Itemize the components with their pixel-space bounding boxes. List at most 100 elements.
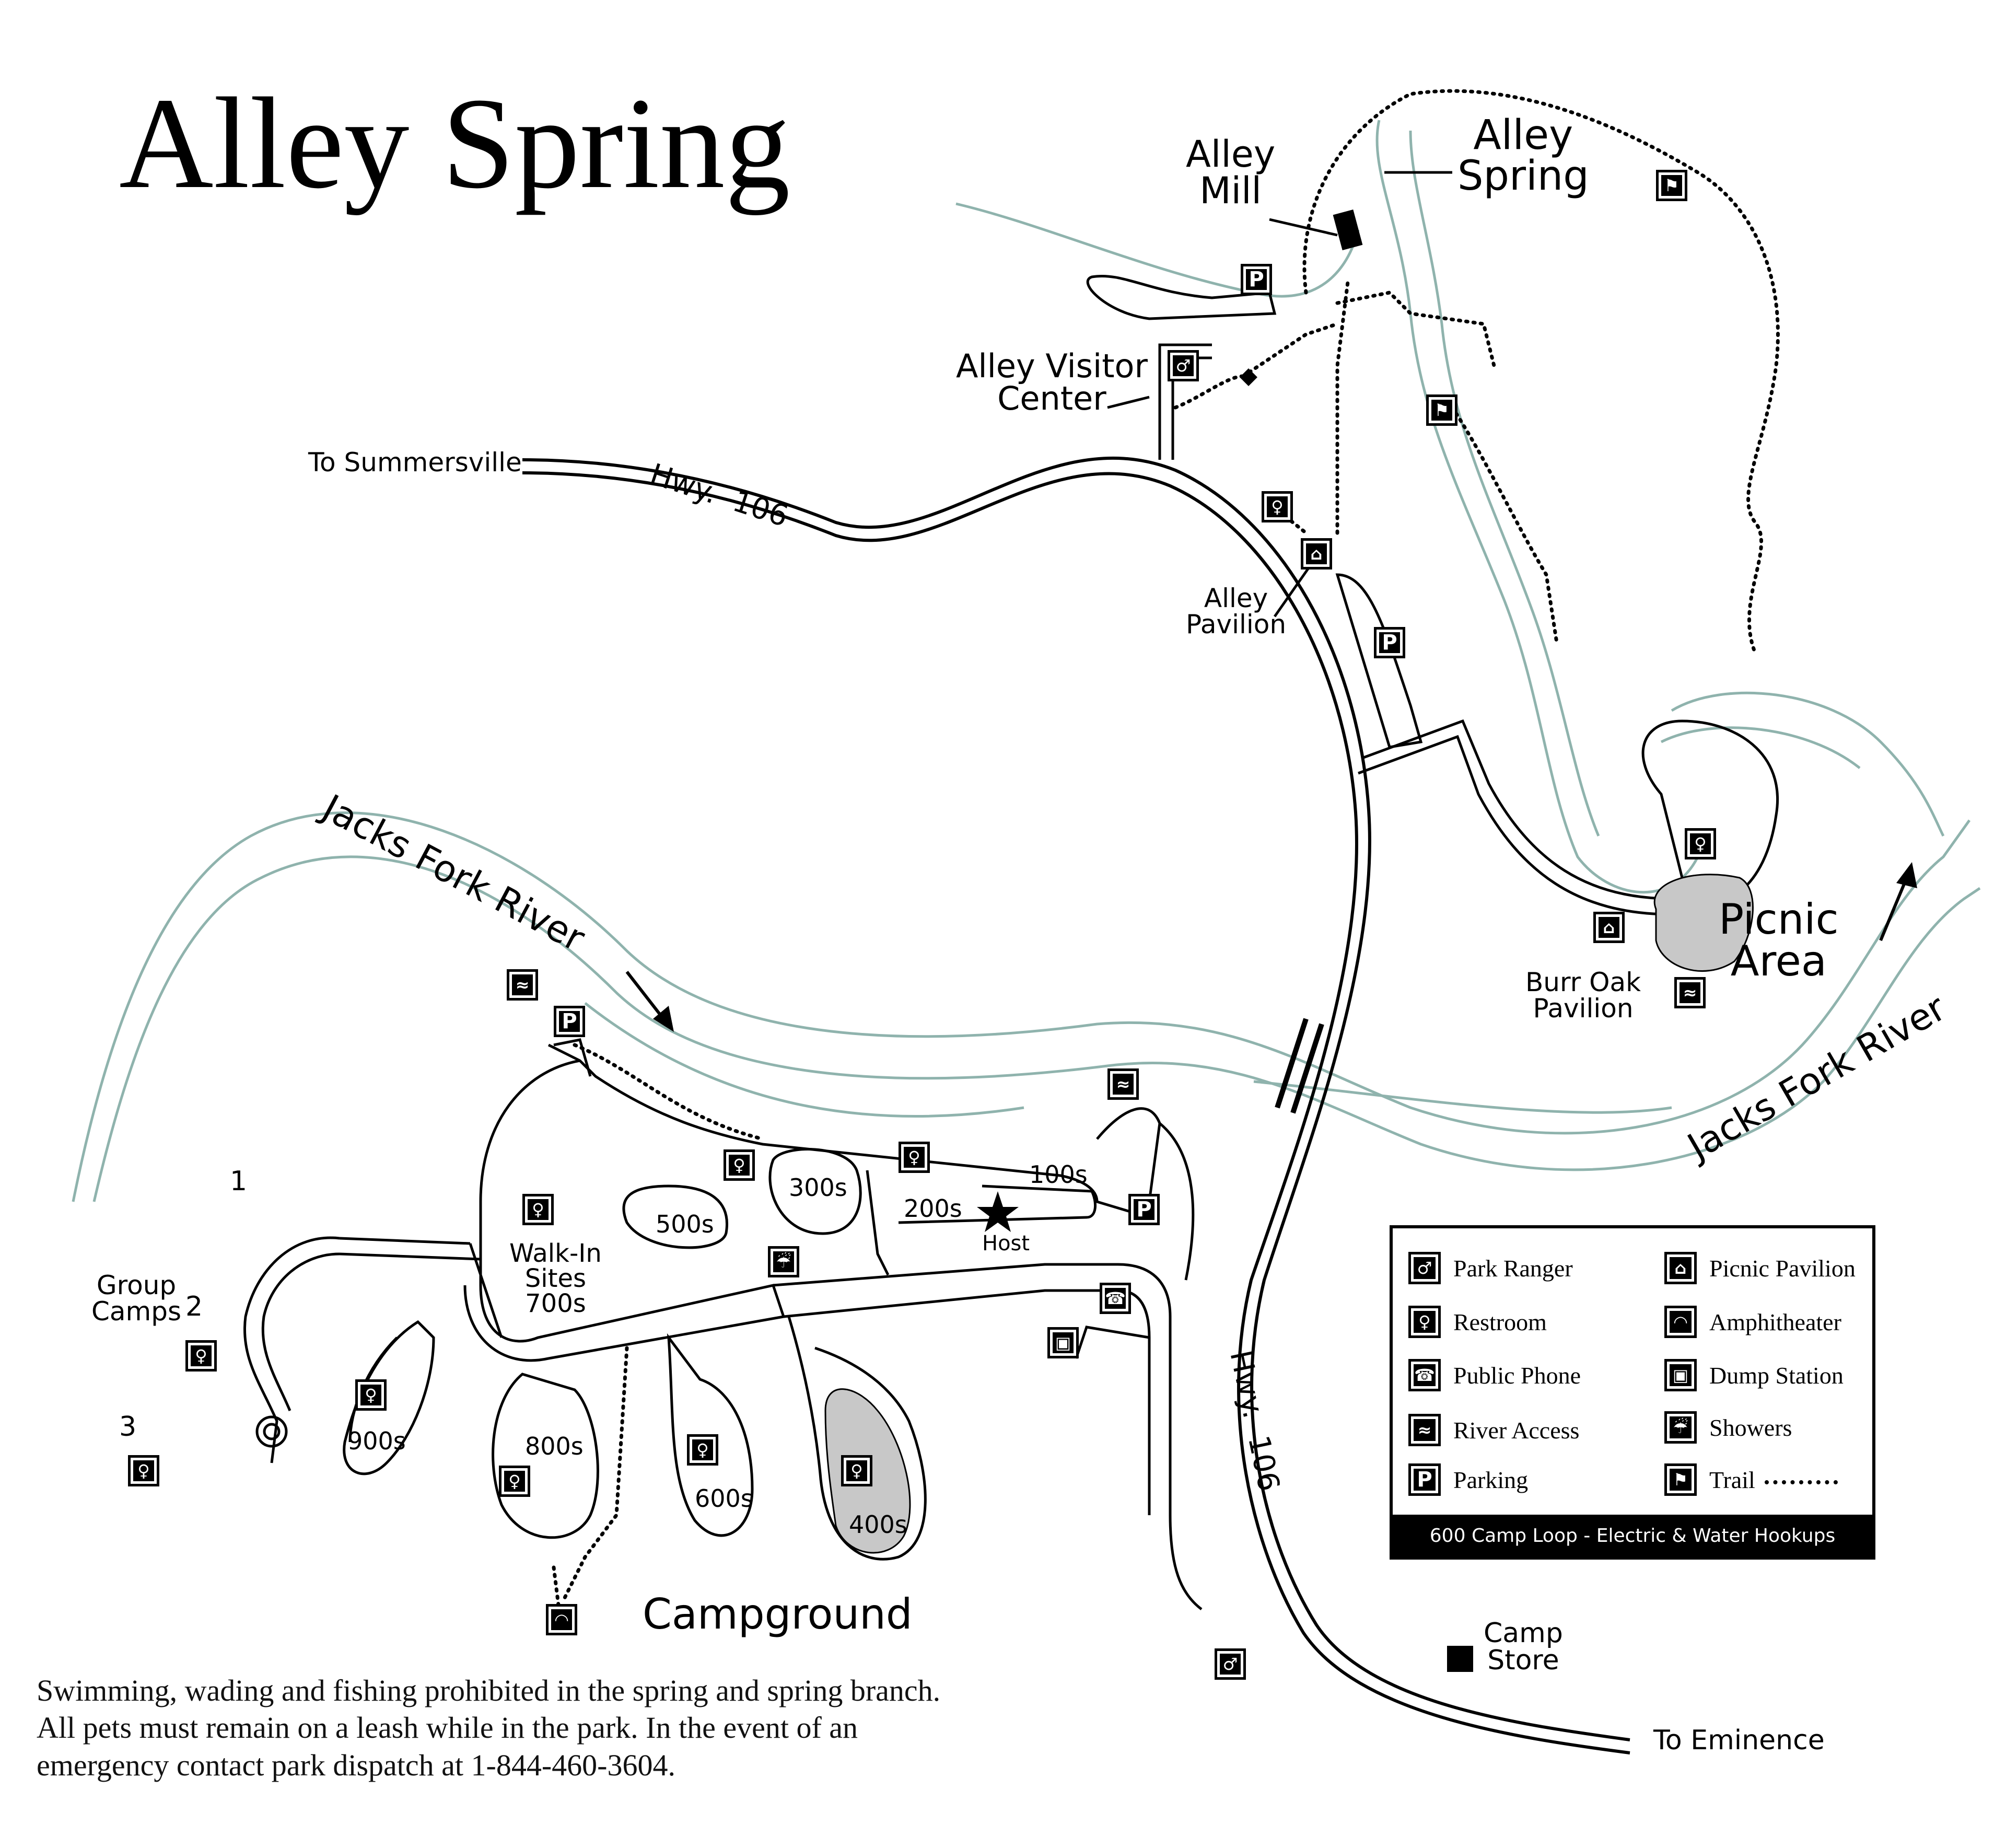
label-to-eminence: To Eminence bbox=[1653, 1725, 1825, 1756]
label-group-camps: Group Camps bbox=[91, 1270, 182, 1327]
public-phone-icon: ☎ bbox=[1100, 1283, 1131, 1314]
restroom-icon: ♀ bbox=[355, 1379, 387, 1411]
park-ranger-icon: ♂ bbox=[1215, 1648, 1246, 1680]
river-arrow-right-shaft bbox=[1879, 877, 1908, 942]
legend-item-amphitheater: ◠ Amphitheater bbox=[1664, 1306, 1841, 1338]
camp-store-building bbox=[1447, 1646, 1473, 1672]
legend-item-parking: P Parking bbox=[1408, 1463, 1528, 1496]
legend-label: Public Phone bbox=[1453, 1362, 1581, 1389]
overlook-marker bbox=[1240, 368, 1257, 386]
label-loop-500s: 500s bbox=[656, 1210, 714, 1238]
restroom-icon: ♀ bbox=[185, 1340, 217, 1372]
legend-label: Parking bbox=[1453, 1466, 1529, 1493]
alley-mill-building bbox=[1333, 210, 1363, 250]
park-notice: Swimming, wading and fishing prohibited … bbox=[37, 1672, 940, 1784]
restroom-icon: ♀ bbox=[1685, 828, 1716, 859]
park-ranger-icon: ♂ bbox=[1408, 1252, 1441, 1284]
picnic-pavilion-icon: ⌂ bbox=[1301, 538, 1332, 569]
label-alley-pavilion: Alley Pavilion bbox=[1186, 583, 1287, 640]
legend-item-restroom: ♀ Restroom bbox=[1408, 1306, 1547, 1338]
label-loop-900s: 900s bbox=[347, 1427, 406, 1455]
amphitheater-icon: ◠ bbox=[546, 1604, 577, 1635]
label-to-summersville: To Summersville bbox=[308, 447, 522, 478]
legend-item-trail: ⚑ Trail bbox=[1664, 1463, 1838, 1496]
showers-icon: ☔ bbox=[768, 1246, 799, 1277]
parking-icon: P bbox=[1241, 264, 1272, 295]
notice-line: emergency contact park dispatch at 1-844… bbox=[37, 1748, 675, 1782]
label-burr-oak-pavilion: Burr Oak Pavilion bbox=[1525, 967, 1641, 1024]
label-alley-spring: Alley Spring bbox=[1457, 112, 1589, 200]
notice-line: Swimming, wading and fishing prohibited … bbox=[37, 1673, 941, 1707]
map-legend: ♂Park Ranger ♀Restroom ☎Public Phone ≈Ri… bbox=[1390, 1225, 1875, 1560]
picnic-area-shaded bbox=[1653, 874, 1754, 972]
parking-icon: P bbox=[1374, 627, 1405, 658]
label-loop-100s: 100s bbox=[1029, 1160, 1088, 1189]
river-access-icon: ≈ bbox=[1107, 1068, 1139, 1100]
label-loop-600s: 600s bbox=[695, 1484, 753, 1513]
highway-bridge bbox=[1275, 1018, 1324, 1114]
amphitheater-icon: ◠ bbox=[1664, 1306, 1697, 1338]
label-walk-in-sites: Walk-In Sites 700s bbox=[509, 1239, 602, 1318]
legend-item-showers: ☔ Showers bbox=[1664, 1411, 1792, 1444]
legend-label: Dump Station bbox=[1709, 1362, 1844, 1389]
label-loop-800s: 800s bbox=[525, 1432, 584, 1460]
restroom-icon: ♀ bbox=[1408, 1306, 1441, 1338]
label-loop-200s: 200s bbox=[904, 1194, 962, 1223]
jacks-fork-river bbox=[72, 811, 1981, 1202]
parking-icon: P bbox=[1128, 1194, 1160, 1225]
restroom-icon: ♀ bbox=[899, 1142, 930, 1173]
trail-icon: ⚑ bbox=[1426, 394, 1457, 426]
river-arrow-left-head bbox=[653, 1006, 674, 1032]
pavilion-leader-line bbox=[1273, 563, 1313, 618]
restroom-icon: ♀ bbox=[128, 1455, 159, 1486]
legend-label: Amphitheater bbox=[1709, 1308, 1841, 1335]
mill-leader-line bbox=[1269, 218, 1338, 237]
legend-label: Trail bbox=[1709, 1466, 1755, 1493]
legend-label: Park Ranger bbox=[1453, 1254, 1573, 1282]
river-access-icon: ≈ bbox=[1408, 1414, 1441, 1446]
showers-icon: ☔ bbox=[1664, 1411, 1697, 1444]
park-roads bbox=[243, 274, 1779, 1610]
label-group-camp-3: 3 bbox=[119, 1411, 137, 1443]
parking-icon: P bbox=[554, 1006, 585, 1037]
spring-branch bbox=[955, 120, 1945, 894]
restroom-icon: ♀ bbox=[499, 1466, 530, 1497]
map-title: Alley Spring bbox=[119, 71, 790, 216]
trail-icon: ⚑ bbox=[1656, 170, 1687, 201]
label-loop-300s: 300s bbox=[789, 1173, 847, 1202]
legend-label: Showers bbox=[1709, 1414, 1792, 1441]
river-access-icon: ≈ bbox=[507, 969, 538, 1001]
legend-label: River Access bbox=[1453, 1416, 1580, 1444]
river-arrow-right-head bbox=[1896, 862, 1917, 888]
legend-item-park-ranger: ♂ Park Ranger bbox=[1408, 1252, 1573, 1284]
trail-icon: ⚑ bbox=[1664, 1463, 1697, 1496]
label-group-camp-1: 1 bbox=[230, 1166, 248, 1197]
dump-station-icon: ▣ bbox=[1047, 1327, 1079, 1358]
legend-item-river-access: ≈ River Access bbox=[1408, 1414, 1579, 1446]
label-alley-mill: Alley Mill bbox=[1186, 133, 1276, 212]
picnic-pavilion-icon: ⌂ bbox=[1593, 912, 1625, 943]
legend-item-picnic-pavilion: ⌂ Picnic Pavilion bbox=[1664, 1252, 1856, 1284]
legend-footer: 600 Camp Loop - Electric & Water Hookups bbox=[1393, 1515, 1872, 1556]
trails bbox=[552, 89, 1780, 1611]
parking-icon: P bbox=[1408, 1463, 1441, 1496]
picnic-pavilion-icon: ⌂ bbox=[1664, 1252, 1697, 1284]
restroom-icon: ♀ bbox=[724, 1149, 755, 1181]
visitor-leader-line bbox=[1107, 396, 1150, 409]
river-arrow-left-shaft bbox=[625, 971, 665, 1020]
label-picnic-area: Picnic Area bbox=[1719, 895, 1839, 985]
label-visitor-center: Alley Visitor Center bbox=[956, 347, 1148, 417]
restroom-icon: ♀ bbox=[1262, 491, 1293, 522]
legend-label: Restroom bbox=[1453, 1308, 1547, 1335]
dump-station-icon: ▣ bbox=[1664, 1359, 1697, 1391]
river-access-icon: ≈ bbox=[1674, 977, 1706, 1008]
restroom-icon: ♀ bbox=[841, 1455, 872, 1486]
legend-item-dump-station: ▣ Dump Station bbox=[1664, 1359, 1844, 1391]
restroom-icon: ♀ bbox=[522, 1194, 554, 1225]
label-loop-400s: 400s bbox=[849, 1510, 907, 1539]
label-group-camp-2: 2 bbox=[185, 1291, 203, 1322]
host-star-icon bbox=[977, 1191, 1019, 1232]
legend-label: Picnic Pavilion bbox=[1709, 1254, 1856, 1282]
label-campground: Campground bbox=[643, 1590, 913, 1638]
